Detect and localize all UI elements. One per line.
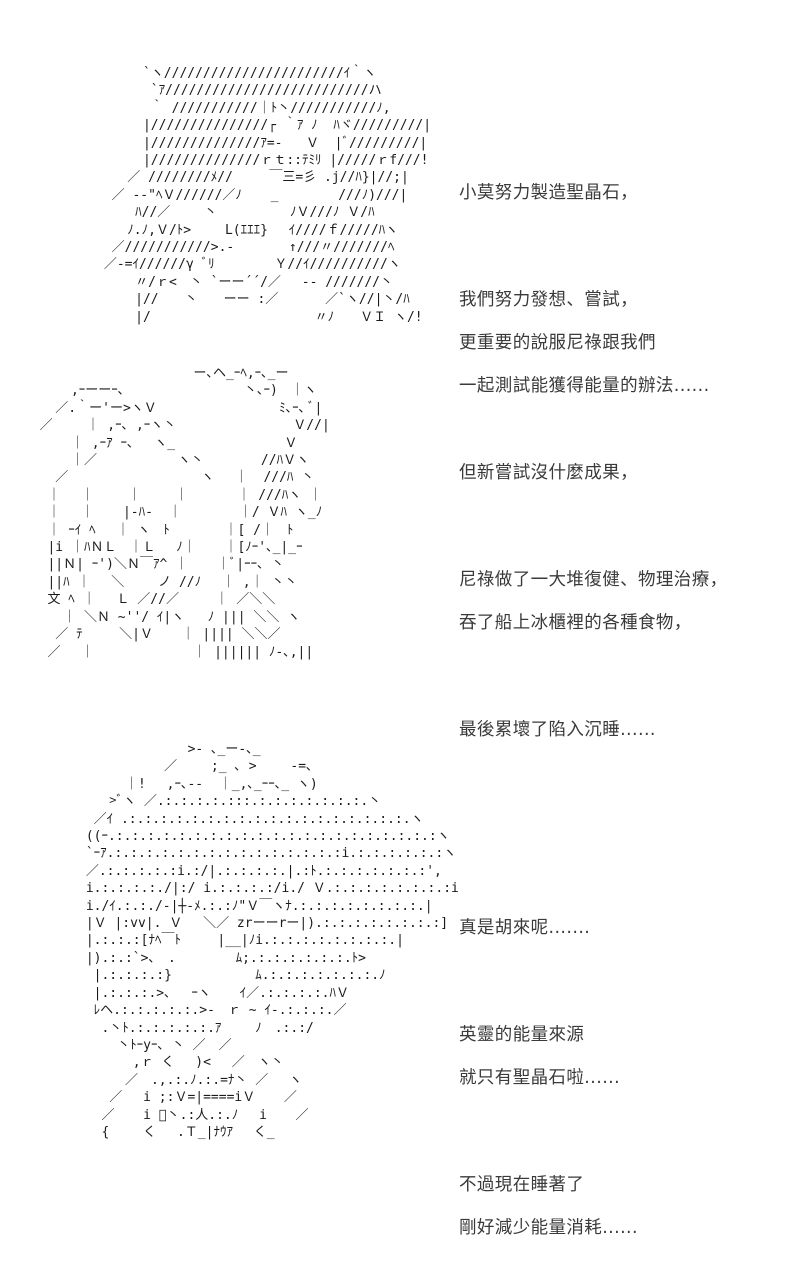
ascii-art-panel-1: `ヽ///////////////////////ｲ｀ヽ `ｱ/////////… bbox=[103, 66, 432, 325]
dialogue-block-2: 但新嘗試沒什麼成果， 尼祿做了一大堆復健、物理治療， 吞了船上冰櫃裡的各種食物，… bbox=[459, 420, 728, 785]
dialogue-line: 尼祿做了一大堆復健、物理治療， bbox=[459, 570, 728, 590]
dialogue-paragraph: 不過現在睡著了 剛好減少能量消耗...... bbox=[459, 1154, 638, 1262]
dialogue-line: 更重要的說服尼祿跟我們 bbox=[459, 333, 656, 353]
dialogue-line: 吞了船上冰櫃裡的各種食物， bbox=[459, 613, 692, 633]
dialogue-line: 不過現在睡著了 bbox=[459, 1175, 585, 1195]
dialogue-paragraph: 我們努力發想、嘗試， 更重要的說服尼祿跟我們 一起測試能獲得能量的辦法.....… bbox=[459, 269, 710, 420]
dialogue-paragraph: 英靈的能量來源 就只有聖晶石啦...... bbox=[459, 1004, 638, 1112]
dialogue-line: 英靈的能量來源 bbox=[459, 1025, 585, 1045]
dialogue-line: 小莫努力製造聖晶石， bbox=[459, 183, 638, 203]
dialogue-paragraph: 真是胡來呢....... bbox=[459, 897, 638, 962]
dialogue-paragraph: 小莫努力製造聖晶石， bbox=[459, 162, 710, 227]
dialogue-paragraph: 但新嘗試沒什麼成果， bbox=[459, 442, 728, 507]
dialogue-line: 一起測試能獲得能量的辦法...... bbox=[459, 376, 710, 396]
dialogue-line: 剛好減少能量消耗...... bbox=[459, 1218, 638, 1238]
dialogue-line: 我們努力發想、嘗試， bbox=[459, 290, 638, 310]
dialogue-line: 最後累壞了陷入沉睡...... bbox=[459, 720, 656, 740]
dialogue-block-1: 小莫努力製造聖晶石， 我們努力發想、嘗試， 更重要的說服尼祿跟我們 一起測試能獲… bbox=[459, 140, 710, 441]
dialogue-block-3: 真是胡來呢....... 英靈的能量來源 就只有聖晶石啦...... 不過現在睡… bbox=[459, 875, 638, 1283]
dialogue-paragraph: 尼祿做了一大堆復健、物理治療， 吞了船上冰櫃裡的各種食物， bbox=[459, 549, 728, 657]
dialogue-paragraph: 最後累壞了陷入沉睡...... bbox=[459, 699, 728, 764]
dialogue-line: 真是胡來呢....... bbox=[459, 918, 591, 938]
comic-page: `ヽ///////////////////////ｲ｀ヽ `ｱ/////////… bbox=[39, 66, 728, 1238]
ascii-art-panel-3: >‐ ､_ー-､_ ／ ;_ ､ > -=､ ｜! ,ｰ､-- ｜_,､_ｰｰ､… bbox=[85, 742, 459, 1140]
ascii-art-panel-2: ー､ヘ_ｰﾍ,ｰ､_ー ,ｰーーｰ､ 丶､ｰ) ｜ヽ ／.｀ー'ー>ヽＶ ﾐ､ｰ… bbox=[39, 366, 330, 660]
dialogue-line: 就只有聖晶石啦...... bbox=[459, 1068, 621, 1088]
dialogue-line: 但新嘗試沒什麼成果， bbox=[459, 463, 638, 483]
